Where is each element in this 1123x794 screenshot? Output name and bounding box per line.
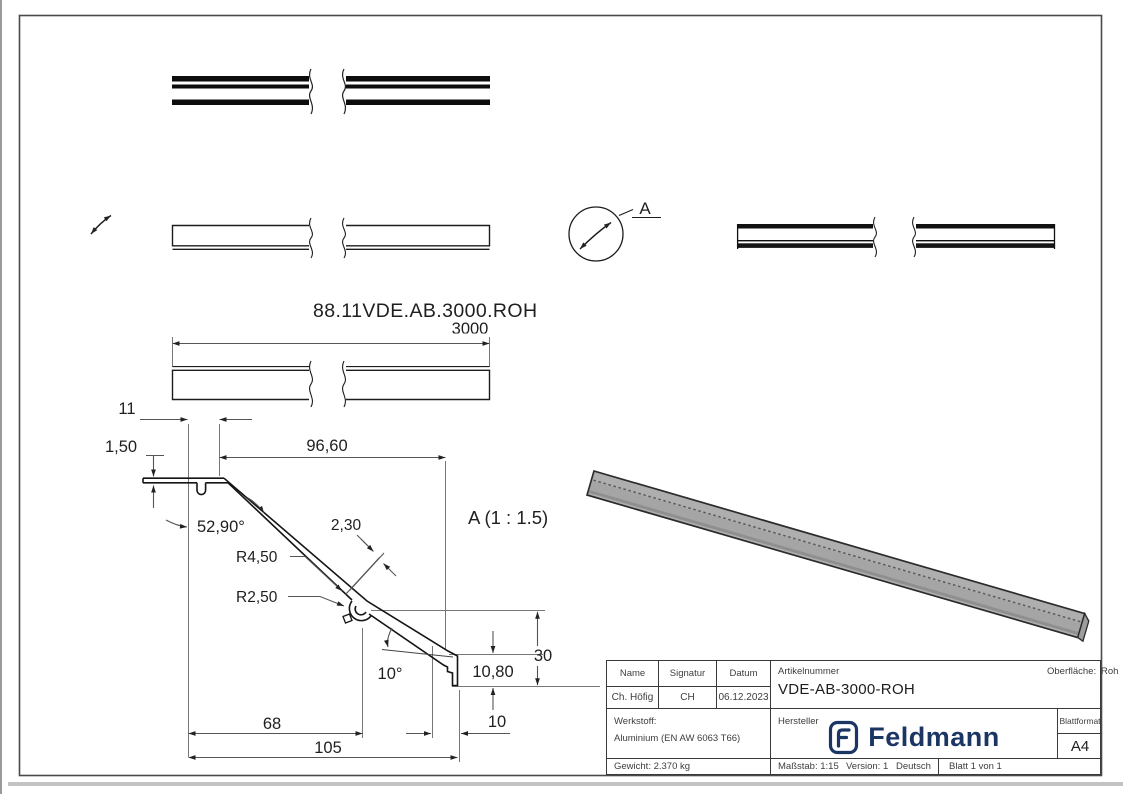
dim-radius-small: R2,50	[236, 589, 345, 607]
dim-top-width: 11	[118, 400, 252, 422]
blattformat-label: Blattformat	[1058, 709, 1102, 734]
view-side-profile	[171, 217, 491, 259]
sheet-frame	[18, 14, 1103, 777]
dim-height: 30	[534, 611, 552, 686]
break-line	[309, 217, 313, 259]
logo-text: Feldmann	[868, 722, 1000, 752]
svg-text:10,80: 10,80	[472, 663, 513, 681]
break-line	[912, 216, 916, 258]
massstab-value: Maßstab: 1:15	[778, 761, 839, 772]
svg-text:R2,50: R2,50	[236, 589, 278, 606]
svg-text:52,90°: 52,90°	[197, 518, 245, 536]
gewicht-cell: Gewicht: 2.370 kg	[607, 759, 771, 774]
length-dim-text: 3000	[452, 320, 489, 338]
page-bottom-shadow	[8, 782, 1123, 786]
artikelnummer-value: VDE-AB-3000-ROH	[778, 681, 916, 698]
dim-bottom-angle: 10°	[378, 627, 454, 683]
signatur-value: CH	[659, 687, 717, 709]
svg-text:2,30: 2,30	[331, 517, 362, 534]
part-number-label: 88.11VDE.AB.3000.ROH	[313, 300, 537, 322]
logo-mark-icon	[829, 720, 859, 754]
section-view: 11 1,50 96,60 52,90° 2,30	[105, 400, 600, 762]
feldmann-logo: Feldmann	[771, 709, 1057, 762]
artikelnummer-cell: Artikelnummer Oberfläche: Roh VDE-AB-300…	[771, 661, 1118, 709]
werkstoff-cell: Werkstoff: Aluminium (EN AW 6063 T66)	[607, 709, 771, 759]
sprache-value: Deutsch	[896, 761, 931, 772]
svg-text:11: 11	[118, 400, 135, 418]
datum-value: 06.12.2023	[717, 687, 771, 709]
svg-text:1,50: 1,50	[105, 438, 137, 456]
name-value: Ch. Höfig	[607, 687, 659, 709]
detail-circle-marker: A	[568, 199, 661, 262]
length-dimension: 3000	[172, 320, 490, 367]
oberflaeche-label: Oberfläche:	[1047, 666, 1097, 677]
blatt-value: Blatt 1 von 1	[949, 761, 1002, 772]
dim-radius-large: R4,50	[236, 549, 343, 592]
blatt-cell: Blatt 1 von 1	[939, 759, 1102, 774]
signatur-header: Signatur	[659, 661, 717, 687]
svg-text:10°: 10°	[378, 665, 403, 683]
detail-view-title: A (1 : 1.5)	[468, 507, 548, 528]
massstab-cell: Maßstab: 1:15 Version: 1 Deutsch	[771, 759, 939, 774]
break-line	[873, 216, 877, 258]
hersteller-label: Hersteller	[778, 716, 819, 727]
view-direction-arrow-icon	[90, 214, 112, 235]
title-block: Name Signatur Datum Ch. Höfig CH 06.12.2…	[606, 660, 1118, 775]
window-left-edge	[0, 0, 2, 794]
dim-width-total: 105	[188, 739, 458, 760]
dim-angle: 52,90°	[165, 497, 265, 536]
version-value: Version: 1	[846, 761, 889, 772]
gewicht-value: Gewicht: 2.370 kg	[614, 761, 691, 772]
oberflaeche-value: Roh	[1101, 666, 1119, 677]
werkstoff-label: Werkstoff:	[614, 716, 657, 727]
svg-text:96,60: 96,60	[306, 437, 347, 455]
svg-text:68: 68	[263, 715, 281, 733]
dim-flange-thickness: 1,50	[105, 438, 164, 508]
dim-width-inner: 68	[188, 715, 363, 736]
svg-text:30: 30	[534, 647, 552, 665]
detail-ref-label: A	[639, 199, 651, 218]
artikelnummer-label: Artikelnummer	[778, 666, 840, 677]
break-line	[342, 217, 346, 259]
view-side-profile-bottom	[171, 360, 491, 408]
svg-text:R4,50: R4,50	[236, 549, 278, 566]
break-line	[308, 68, 314, 115]
break-line	[341, 68, 347, 115]
dim-hook-width: 10	[406, 713, 510, 736]
isometric-3d-view	[585, 469, 1090, 643]
view-side-profile-right	[736, 216, 1056, 258]
hersteller-cell: Hersteller Feldmann	[771, 709, 1058, 759]
dim-slope-width: 96,60	[219, 437, 446, 460]
detail-arrow-icon	[579, 221, 612, 250]
blattformat-value: A4	[1058, 734, 1102, 759]
svg-text:105: 105	[314, 739, 342, 757]
datum-header: Datum	[717, 661, 771, 687]
name-header: Name	[607, 661, 659, 687]
dim-wall-thickness: 2,30	[331, 517, 397, 595]
break-line	[309, 360, 313, 408]
dim-drop-height: 10,80	[472, 631, 514, 710]
svg-text:10: 10	[488, 713, 506, 731]
werkstoff-value: Aluminium (EN AW 6063 T66)	[614, 733, 741, 744]
break-line	[342, 360, 346, 408]
view-top-profile	[172, 68, 490, 115]
